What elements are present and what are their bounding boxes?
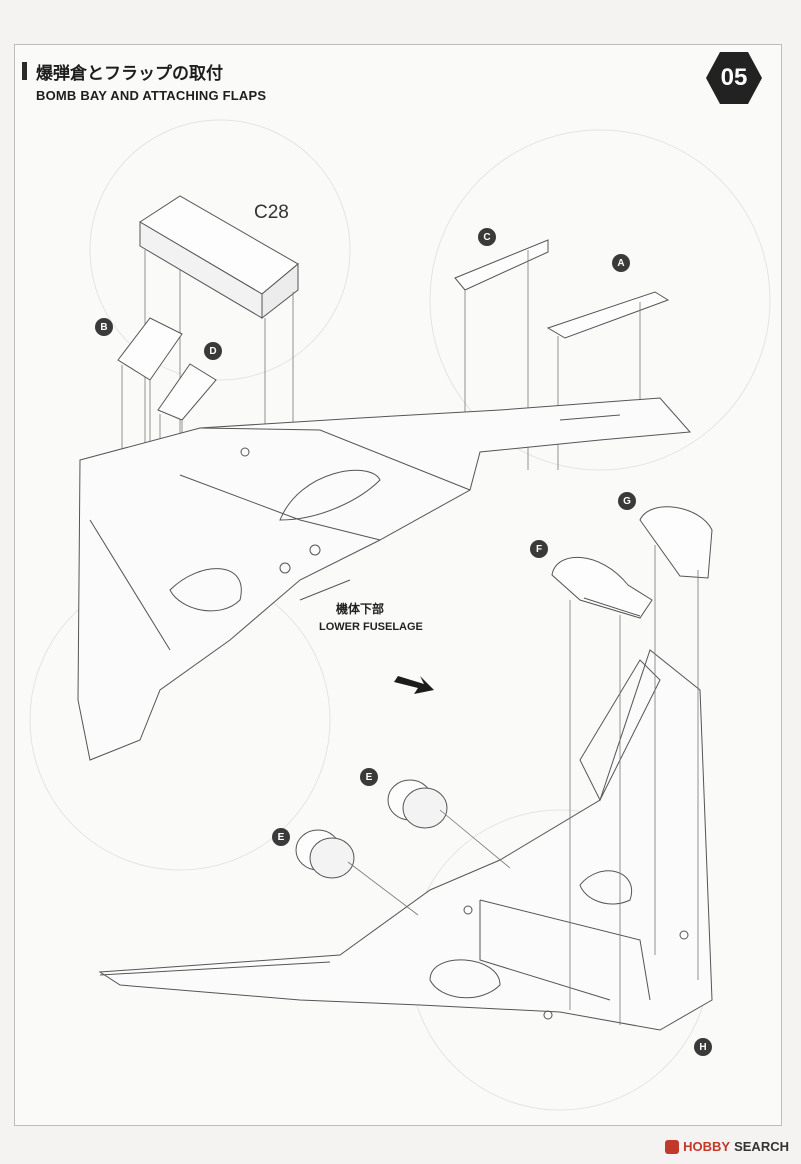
step-title-jp: 爆弾倉とフラップの取付 <box>36 64 223 84</box>
upper-assembly-shape <box>77 397 692 761</box>
part-g-shape <box>639 506 713 980</box>
part-label-e-upper: E <box>360 768 378 786</box>
step-badge-hexagon <box>706 52 762 104</box>
part-label-h: H <box>694 1038 712 1056</box>
part-label-g: G <box>618 492 636 510</box>
part-label-c: C <box>478 228 496 246</box>
step-number: 05 <box>720 64 748 91</box>
part-label-f: F <box>530 540 548 558</box>
part-c28-shape <box>139 195 299 320</box>
lower-assembly-shape <box>98 649 713 1031</box>
section-marker <box>22 62 27 80</box>
lower-fuselage-label-en: LOWER FUSELAGE <box>319 621 423 633</box>
watermark-hobby: HOBBY <box>683 1139 731 1154</box>
watermark: HOBBY SEARCH <box>665 1139 789 1154</box>
part-label-e-lower: E <box>272 828 290 846</box>
part-f-shape <box>551 556 653 1025</box>
lower-fuselage-label-jp: 機体下部 <box>336 602 385 616</box>
part-label-b: B <box>95 318 113 336</box>
part-label-a: A <box>612 254 630 272</box>
hobby-search-logo-icon <box>665 1139 680 1154</box>
part-label-d: D <box>204 342 222 360</box>
watermark-search: SEARCH <box>734 1139 789 1154</box>
step-title-en: BOMB BAY AND ATTACHING FLAPS <box>36 88 267 103</box>
part-label-c28: C28 <box>254 202 289 223</box>
part-e-cylinders <box>295 779 511 916</box>
